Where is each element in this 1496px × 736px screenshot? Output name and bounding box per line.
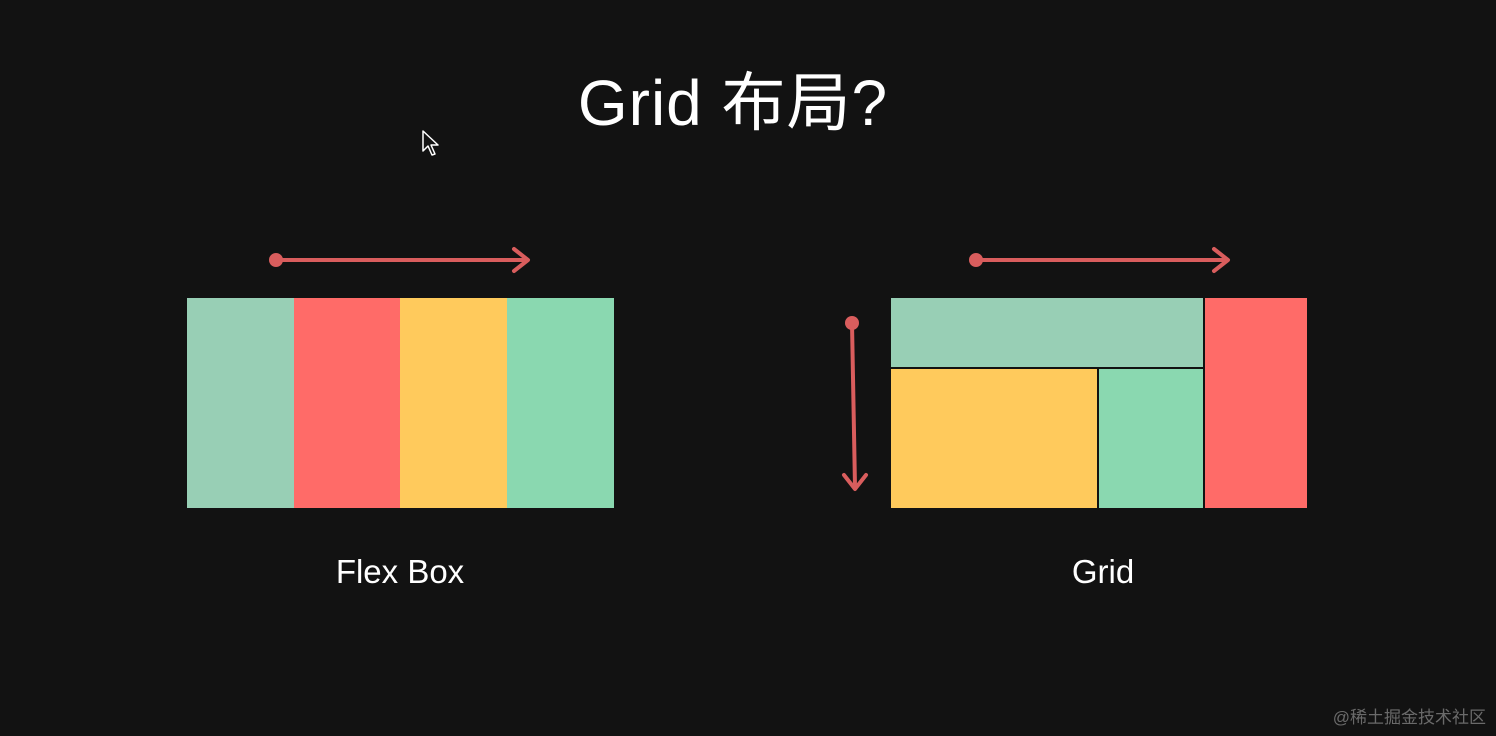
grid-cell-top <box>891 298 1203 367</box>
grid-vertical-arrow <box>842 321 868 491</box>
grid-cell-bottom-middle <box>1099 369 1203 508</box>
grid-horizontal-arrow-start-dot <box>969 253 983 267</box>
watermark: @稀土掘金技术社区 <box>1332 708 1486 727</box>
flexbox-cell-2 <box>294 298 400 508</box>
grid-label: Grid <box>1071 553 1135 590</box>
flexbox-horizontal-arrow <box>274 247 530 273</box>
slide-title: Grid 布局? <box>577 67 889 139</box>
grid-horizontal-arrow <box>974 247 1230 273</box>
flexbox-label: Flex Box <box>335 553 465 590</box>
mouse-cursor-icon <box>422 130 439 156</box>
flexbox-cell-4 <box>507 298 614 508</box>
grid-cell-bottom-left <box>891 369 1097 508</box>
grid-cell-right <box>1205 298 1307 508</box>
flexbox-cell-3 <box>400 298 507 508</box>
flexbox-cell-1 <box>187 298 294 508</box>
grid-vertical-arrow-start-dot <box>845 316 859 330</box>
flexbox-arrow-start-dot <box>269 253 283 267</box>
